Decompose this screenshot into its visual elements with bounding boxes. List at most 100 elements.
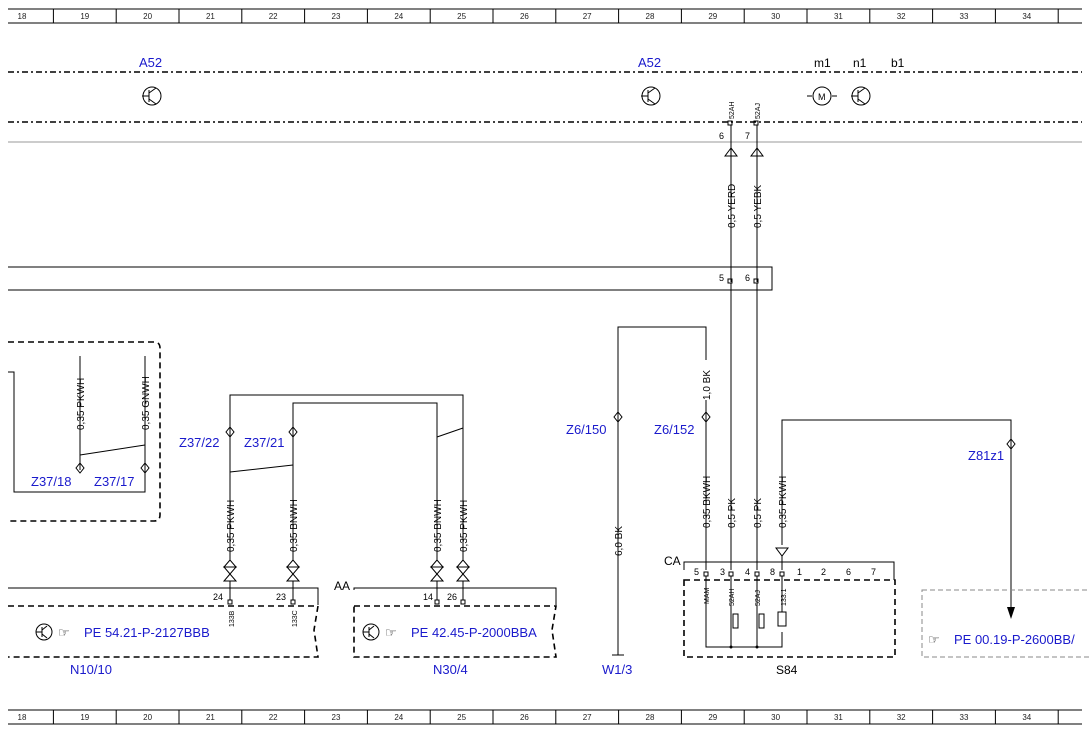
n10-code-133b: 133B bbox=[229, 610, 236, 627]
bus-bar-block bbox=[8, 266, 773, 291]
ruler-column-label: 31 bbox=[834, 713, 843, 722]
wire-label-yerd: 0,5 YERD bbox=[727, 184, 738, 228]
n10-10-name: N10/10 bbox=[70, 662, 112, 677]
s84-code-52ah: 52AH bbox=[729, 588, 736, 606]
wire-label-gnwh: 0,35 GNWH bbox=[141, 376, 152, 430]
ruler-column-label: 24 bbox=[394, 12, 403, 21]
ruler-column-label: 23 bbox=[332, 713, 341, 722]
label-n1: n1 bbox=[853, 56, 867, 70]
ruler-column-label: 31 bbox=[834, 12, 843, 21]
wire-label-pkwh-a: 0,35 PKWH bbox=[76, 378, 87, 430]
s84-ca-label: CA bbox=[664, 554, 681, 568]
wire-label-pkwh-d: 0,35 PKWH bbox=[778, 476, 789, 528]
s84-name: S84 bbox=[776, 663, 798, 677]
splice-icon bbox=[701, 411, 711, 423]
transistor-icon bbox=[35, 623, 53, 641]
arrow-up bbox=[724, 147, 738, 157]
splice-icon bbox=[1006, 438, 1016, 450]
n10-ref-link[interactable]: PE 54.21-P-2127BBB bbox=[84, 625, 210, 640]
ruler-column-label: 33 bbox=[960, 713, 969, 722]
ruler-column-label: 18 bbox=[18, 713, 27, 722]
arrow-down bbox=[775, 547, 789, 557]
wire-label-pkwh-c: 0,35 PKWH bbox=[459, 500, 470, 552]
label-m1: m1 bbox=[814, 56, 831, 70]
label-a52-right: A52 bbox=[638, 55, 661, 70]
n30-4-outline bbox=[353, 605, 557, 658]
ruler-column-label: 21 bbox=[206, 12, 215, 21]
s84-outline bbox=[683, 579, 896, 658]
ruler-column-label: 34 bbox=[1022, 713, 1031, 722]
splice-icon bbox=[75, 462, 85, 474]
n30-pin-26: 26 bbox=[447, 592, 457, 602]
ruler-column-label: 21 bbox=[206, 713, 215, 722]
pe-right-ref-link[interactable]: PE 00.19-P-2600BB/ bbox=[954, 632, 1075, 647]
plug-connector-icon bbox=[429, 559, 445, 582]
label-a52-left: A52 bbox=[139, 55, 162, 70]
splice-z6-150: Z6/150 bbox=[566, 422, 606, 437]
pointing-hand-icon: ☞ bbox=[928, 632, 940, 647]
ruler-column-label: 30 bbox=[771, 713, 780, 722]
ruler-column-label: 22 bbox=[269, 12, 278, 21]
n30-4-name: N30/4 bbox=[433, 662, 468, 677]
s84-pin-4: 4 bbox=[745, 567, 750, 577]
s84-pin-7: 7 bbox=[871, 567, 876, 577]
s84-pin-8: 8 bbox=[770, 567, 775, 577]
ruler-column-label: 29 bbox=[708, 12, 717, 21]
bar-pin-6: 6 bbox=[745, 273, 750, 283]
splice-z37-17: Z37/17 bbox=[94, 474, 134, 489]
w1-3-name: W1/3 bbox=[602, 662, 632, 677]
n30-aa-label: AA bbox=[334, 579, 350, 593]
ruler-column-label: 32 bbox=[897, 713, 906, 722]
ruler-column-label: 27 bbox=[583, 713, 592, 722]
ruler-column-label: 20 bbox=[143, 12, 152, 21]
arrow-down-filled bbox=[1007, 607, 1015, 619]
ruler-column-label: 27 bbox=[583, 12, 592, 21]
svg-text:M: M bbox=[818, 92, 826, 102]
plug-connector-icon bbox=[455, 559, 471, 582]
splice-icon bbox=[225, 426, 235, 438]
plug-connector-icon bbox=[222, 559, 238, 582]
plug-connector-icon bbox=[285, 559, 301, 582]
s84-pin-6: 6 bbox=[846, 567, 851, 577]
n30-pin-14: 14 bbox=[423, 592, 433, 602]
transistor-icon bbox=[851, 86, 871, 106]
wire-label-bkwh: 0,35 BKWH bbox=[702, 476, 713, 528]
arrow-up bbox=[750, 147, 764, 157]
switch-icon bbox=[705, 576, 787, 649]
ruler-column-label: 25 bbox=[457, 713, 466, 722]
pointing-hand-icon: ☞ bbox=[58, 625, 70, 640]
label-b1: b1 bbox=[891, 56, 905, 70]
pin-7: 7 bbox=[745, 131, 750, 141]
s84-pin-3: 3 bbox=[720, 567, 725, 577]
bar-pin-5: 5 bbox=[719, 273, 724, 283]
splice-z37-22: Z37/22 bbox=[179, 435, 219, 450]
connector-pin bbox=[727, 120, 733, 126]
ruler-column-label: 23 bbox=[332, 12, 341, 21]
pe-right-outline bbox=[921, 589, 1090, 658]
transistor-icon bbox=[142, 86, 162, 106]
ruler-column-label: 30 bbox=[771, 12, 780, 21]
wire-label-yebk: 0,5 YEBK bbox=[753, 184, 764, 228]
n10-pin-23: 23 bbox=[276, 592, 286, 602]
left-component-outline bbox=[8, 341, 161, 522]
splice-icon bbox=[140, 462, 150, 474]
n10-pin-24: 24 bbox=[213, 592, 223, 602]
ruler-column-label: 32 bbox=[897, 12, 906, 21]
splice-icon bbox=[288, 426, 298, 438]
transistor-icon bbox=[362, 623, 380, 641]
wire-label-bnwh-a: 0,35 BNWH bbox=[289, 499, 300, 552]
s84-pin-2: 2 bbox=[821, 567, 826, 577]
connector-code-52aj: 52AJ bbox=[755, 103, 762, 119]
splice-icon bbox=[613, 411, 623, 423]
ruler-column-label: 19 bbox=[80, 12, 89, 21]
ruler-column-label: 28 bbox=[646, 713, 655, 722]
ruler-column-label: 26 bbox=[520, 12, 529, 21]
transistor-icon bbox=[641, 86, 661, 106]
connector-code-52ah: 52AH bbox=[729, 101, 736, 119]
ruler-column-label: 29 bbox=[708, 713, 717, 722]
wire-label-pk-b: 0,5 PK bbox=[753, 498, 764, 528]
pointing-hand-icon: ☞ bbox=[385, 625, 397, 640]
n30-ref-link[interactable]: PE 42.45-P-2000BBA bbox=[411, 625, 537, 640]
